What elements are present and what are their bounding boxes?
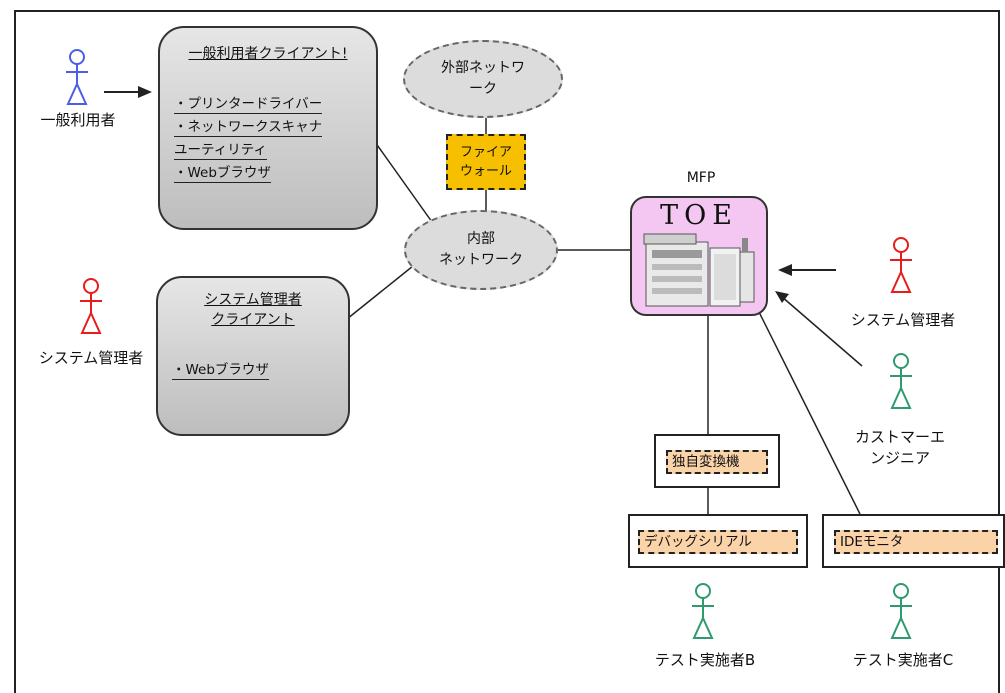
admin-right-label: システム管理者 bbox=[850, 311, 956, 329]
converter-outer-box: 独自変換機 bbox=[654, 434, 780, 488]
firewall-line2: ウォール bbox=[459, 164, 512, 179]
admin-client-title-line2: クライアント bbox=[211, 312, 295, 328]
mfp-toe-box: TOE bbox=[630, 196, 768, 316]
admin-left-figure-icon bbox=[80, 278, 102, 334]
external-network-cloud: 外部ネットワーク bbox=[403, 40, 563, 118]
mfp-machine-icon bbox=[643, 233, 755, 307]
toe-label: TOE bbox=[660, 200, 738, 231]
customer-engineer-label-line1: カストマーエ bbox=[854, 428, 945, 446]
tester-c-figure-icon bbox=[890, 583, 912, 639]
general-client-title: 一般利用者クライアント! bbox=[188, 46, 348, 62]
line-engineer-to-mfp bbox=[780, 295, 863, 367]
general-client-item: ・ネットワークスキャナ bbox=[174, 119, 323, 137]
admin-left-label: システム管理者 bbox=[38, 349, 144, 367]
tester-b-label: テスト実施者B bbox=[654, 651, 756, 669]
admin-right-figure-icon bbox=[890, 237, 912, 293]
general-user-figure-icon bbox=[66, 49, 88, 105]
debug-serial-outer-box: デバッグシリアル bbox=[628, 514, 808, 568]
arrowhead-engineer bbox=[775, 291, 789, 303]
arrowhead-admin-right bbox=[778, 264, 792, 276]
general-user-label: 一般利用者 bbox=[40, 111, 116, 129]
firewall-box: ファイアウォール bbox=[446, 134, 526, 190]
converter-box: 独自変換機 bbox=[666, 450, 768, 474]
admin-client-box: システム管理者 クライアント ・Webブラウザ bbox=[156, 276, 350, 436]
tester-b-figure-icon bbox=[692, 583, 714, 639]
mfp-label: MFP bbox=[686, 170, 716, 186]
debug-serial-box: デバッグシリアル bbox=[638, 530, 798, 554]
internal-network-line2: ネットワーク bbox=[439, 252, 523, 268]
internal-network-cloud: 内部ネットワーク bbox=[404, 210, 558, 290]
admin-client-title-line1: システム管理者 bbox=[204, 292, 302, 308]
admin-client-item: ・Webブラウザ bbox=[172, 362, 269, 380]
ide-monitor-box: IDEモニタ bbox=[834, 530, 998, 554]
line-admin-client-to-internal bbox=[341, 261, 419, 324]
customer-engineer-figure-icon bbox=[890, 353, 912, 409]
tester-c-label: テスト実施者C bbox=[852, 651, 954, 669]
diagram-frame bbox=[14, 10, 1000, 693]
line-mfp-to-ide bbox=[757, 309, 861, 515]
ide-monitor-outer-box: IDEモニタ bbox=[822, 514, 1005, 568]
general-client-item: ・プリンタードライバー bbox=[174, 96, 323, 114]
internal-network-line1: 内部 bbox=[467, 231, 495, 247]
general-user-client-box: 一般利用者クライアント! ・プリンタードライバー ・ネットワークスキャナ ユーテ… bbox=[158, 26, 378, 230]
customer-engineer-label-line2: ンジニア bbox=[869, 449, 930, 467]
firewall-line1: ファイア bbox=[459, 145, 512, 160]
arrowhead-general-user bbox=[138, 86, 152, 98]
external-network-line1: 外部ネットワ bbox=[441, 60, 525, 76]
general-client-item: ・Webブラウザ bbox=[174, 165, 271, 183]
external-network-line2: ーク bbox=[469, 81, 497, 97]
general-client-item: ユーティリティ bbox=[174, 142, 267, 160]
